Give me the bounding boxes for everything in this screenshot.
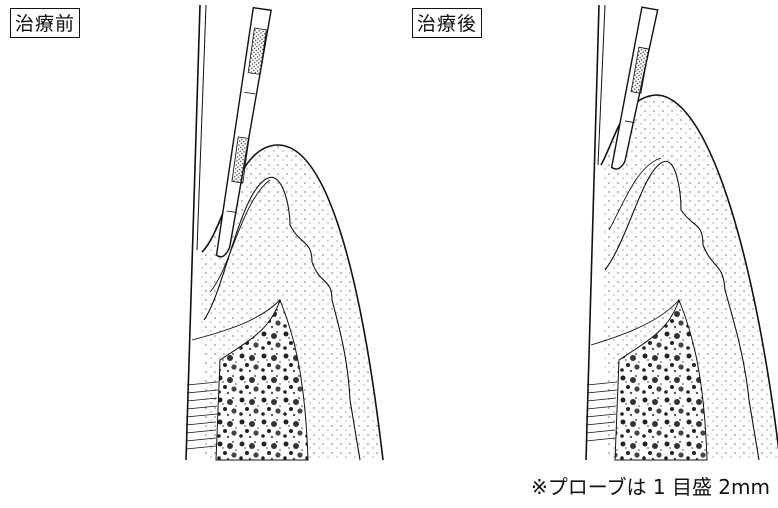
- periodontal-ligament-hatch: [585, 381, 618, 442]
- epithelium-line: [209, 179, 271, 293]
- tooth-inner-line: [196, 4, 207, 251]
- bone-crest-line: [590, 299, 680, 346]
- tooth-surface-line: [185, 4, 201, 461]
- panel-label-before: 治療前: [10, 8, 81, 38]
- connective-tissue-boundary: [203, 176, 361, 461]
- periodontal-probe: [610, 6, 659, 170]
- tooth-inner-line: [597, 4, 606, 166]
- tooth-surface-line: [585, 4, 600, 461]
- tooth-diagram-after: [585, 4, 778, 461]
- probe-scale-footnote: ※プローブは 1 目盛 2mm: [530, 475, 770, 499]
- periodontal-probe: [215, 6, 272, 258]
- tooth-diagram-before: [185, 4, 384, 461]
- bone-crest-line: [191, 299, 281, 341]
- periodontal-ligament-hatch: [185, 381, 219, 450]
- alveolar-bone: [215, 298, 309, 461]
- connective-tissue-boundary: [604, 161, 760, 461]
- alveolar-bone: [614, 298, 708, 461]
- panel-label-after: 治療後: [412, 8, 483, 38]
- epithelium-line: [608, 157, 662, 231]
